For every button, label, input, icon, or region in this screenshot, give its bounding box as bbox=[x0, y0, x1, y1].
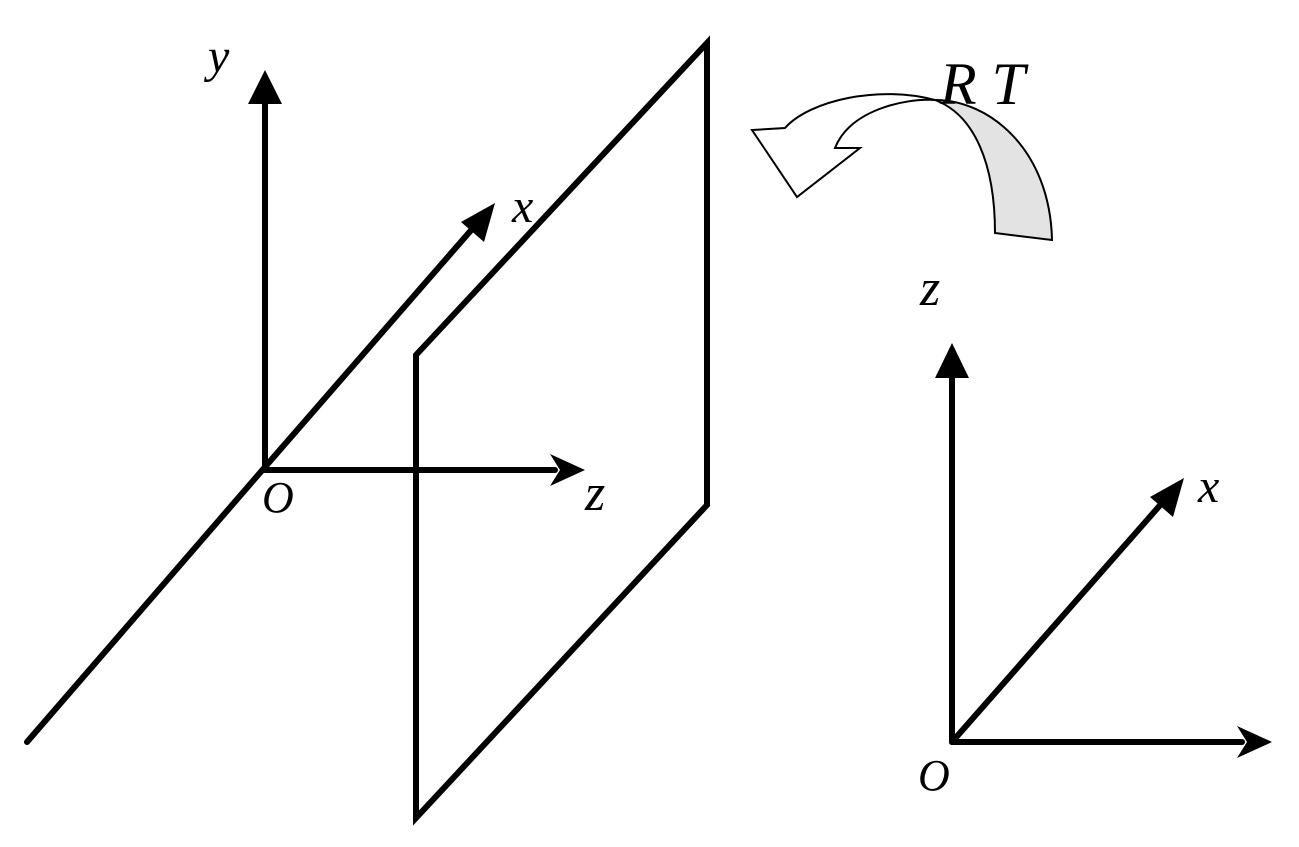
right-origin-label: O bbox=[918, 751, 950, 800]
left-x-axis bbox=[262, 225, 476, 470]
left-x-label: x bbox=[511, 180, 533, 233]
transform-label: R T bbox=[939, 51, 1029, 117]
transform-arrow-outline bbox=[750, 93, 936, 199]
right-x-arrowhead bbox=[1150, 478, 1184, 517]
right-z-arrowhead bbox=[935, 343, 969, 378]
right-z-label: z bbox=[919, 260, 940, 317]
left-z-arrowhead bbox=[550, 454, 585, 486]
transform-curved-arrow: R T bbox=[750, 51, 1054, 242]
left-origin-label: O bbox=[262, 473, 294, 522]
right-coordinate-frame: z x O bbox=[918, 260, 1272, 800]
image-plane bbox=[413, 35, 710, 826]
right-x-axis bbox=[949, 500, 1165, 745]
left-y-label: y bbox=[203, 30, 230, 83]
right-horizontal-arrowhead bbox=[1237, 726, 1272, 758]
left-y-arrowhead bbox=[248, 70, 282, 104]
left-x-arrowhead bbox=[461, 203, 495, 242]
left-z-label: z bbox=[584, 465, 605, 522]
transform-arrow-band bbox=[934, 99, 1054, 242]
right-x-label: x bbox=[1197, 460, 1219, 513]
left-coordinate-frame: y x z O bbox=[24, 30, 605, 745]
left-x-axis-extension bbox=[24, 464, 268, 745]
